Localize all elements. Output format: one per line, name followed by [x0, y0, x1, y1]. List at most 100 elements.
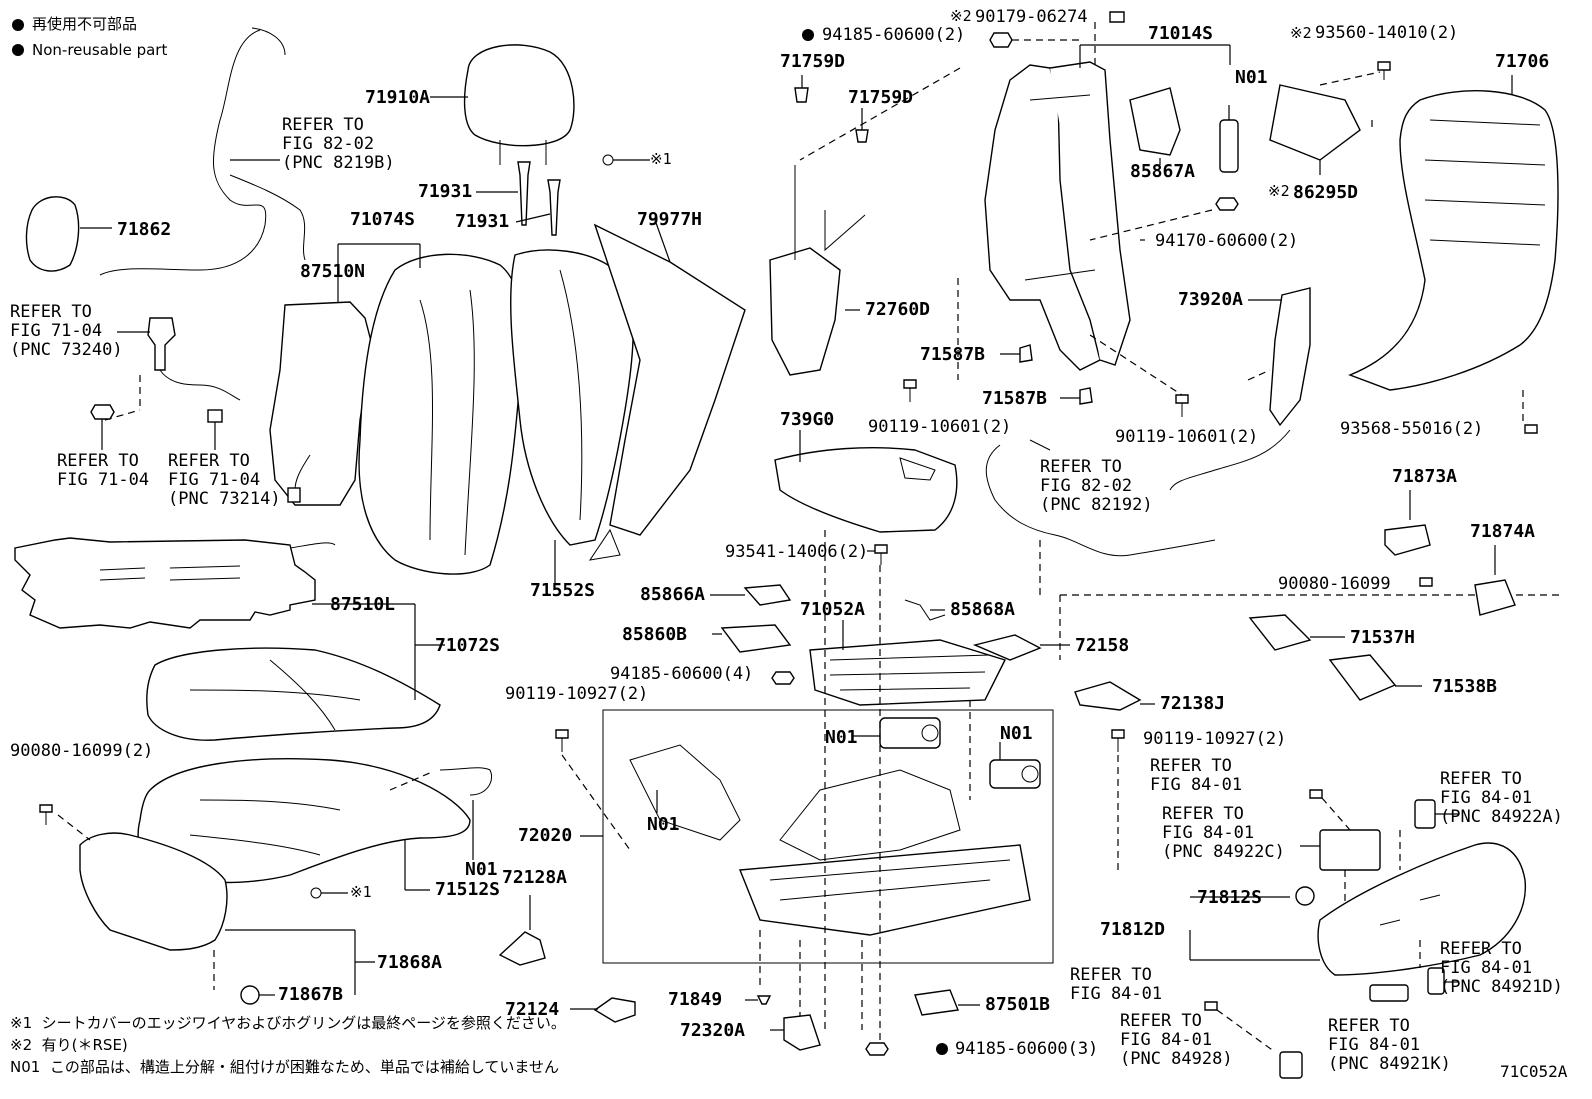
- bolt: [1109, 11, 1125, 23]
- clip-71849: [745, 995, 772, 1005]
- refer-fig-82-02[interactable]: REFER TO FIG 82-02 (PNC 8219B): [282, 115, 395, 173]
- part-label-71552s[interactable]: 71552S: [530, 580, 596, 601]
- part-label-72138j[interactable]: 72138J: [1160, 693, 1226, 714]
- bolt-label-90119-10927[interactable]: 90119-10927(2): [505, 684, 649, 704]
- bolt: [1309, 789, 1323, 799]
- bolt: [867, 544, 888, 565]
- part-label-71849[interactable]: 71849: [668, 989, 723, 1010]
- refer-fig-71-04[interactable]: REFER TO FIG 71-04: [57, 451, 150, 490]
- clip-71759d: [794, 75, 809, 103]
- bracket-71587b: [1000, 344, 1033, 363]
- part-label-85868a[interactable]: 85868A: [950, 599, 1016, 620]
- rse-mark: ※2: [1290, 24, 1312, 42]
- part-label-79977h[interactable]: 79977H: [637, 209, 703, 230]
- seat-cushion-pan-739g0: [774, 430, 958, 533]
- bolt-label-94185-60600[interactable]: 94185-60600(3): [955, 1039, 1099, 1059]
- bolt-label-94185-60600[interactable]: 94185-60600(4): [610, 664, 754, 684]
- bolt-label-90080-16099[interactable]: 90080-16099(2): [10, 741, 154, 761]
- refer-fig-84-01[interactable]: REFER TO FIG 84-01 (PNC 84928): [1120, 1011, 1233, 1069]
- refer-fig-71-04[interactable]: REFER TO FIG 71-04 (PNC 73240): [10, 302, 123, 360]
- part-label-739g0[interactable]: 739G0: [780, 409, 835, 430]
- part-label-72320a[interactable]: 72320A: [680, 1020, 746, 1041]
- bracket-71874a: [1474, 545, 1516, 616]
- part-label-n01[interactable]: N01: [647, 814, 680, 835]
- part-label-71812s[interactable]: 71812S: [1197, 887, 1263, 908]
- bolt: [1524, 424, 1538, 434]
- bolt-label-90179-06274[interactable]: 90179-06274: [975, 7, 1088, 27]
- cover-86295d: [1269, 84, 1361, 175]
- nut: [1215, 197, 1239, 211]
- part-label-72020[interactable]: 72020: [518, 825, 573, 846]
- bolt-label-90119-10601[interactable]: 90119-10601(2): [1115, 427, 1259, 447]
- bolt-label-93541-14006[interactable]: 93541-14006(2): [725, 542, 869, 562]
- bolt-label-94185-60600[interactable]: 94185-60600(2): [822, 25, 966, 45]
- part-label-n01[interactable]: N01: [825, 727, 858, 748]
- part-label-71759d[interactable]: 71759D: [848, 87, 914, 108]
- part-label-85867a[interactable]: 85867A: [1130, 161, 1196, 182]
- part-label-71587b[interactable]: 71587B: [982, 388, 1048, 409]
- refer-fig-84-01[interactable]: REFER TO FIG 84-01 (PNC 84922C): [1162, 804, 1285, 862]
- part-label-71910a[interactable]: 71910A: [365, 87, 431, 108]
- cover-note-mark: ※1: [650, 150, 672, 168]
- non-reusable-dot-icon: [936, 1043, 948, 1055]
- bolt: [903, 379, 917, 402]
- part-label-71868a[interactable]: 71868A: [377, 952, 443, 973]
- seat-heater-87510l: [14, 537, 380, 629]
- seatback-heater-87510n: [269, 244, 373, 506]
- legend-en: Non-reusable part: [32, 41, 168, 59]
- refer-fig-84-01[interactable]: REFER TO FIG 84-01: [1150, 756, 1243, 795]
- part-label-87510l[interactable]: 87510L: [330, 594, 396, 615]
- bracket-71873a: [1384, 490, 1431, 556]
- part-label-n01[interactable]: N01: [1235, 67, 1268, 88]
- bolt-label-94170-60600[interactable]: 94170-60600(2): [1155, 231, 1299, 251]
- footnote-rse: ※2 有り(＊RSE): [10, 1036, 128, 1054]
- part-label-72124[interactable]: 72124: [505, 999, 560, 1020]
- part-label-72158[interactable]: 72158: [1075, 635, 1130, 656]
- part-label-71874a[interactable]: 71874A: [1470, 521, 1536, 542]
- part-label-86295d[interactable]: 86295D: [1293, 182, 1359, 203]
- part-label-71587b[interactable]: 71587B: [920, 344, 986, 365]
- part-label-85860b[interactable]: 85860B: [622, 624, 688, 645]
- figure-code: 71C052A: [1500, 1062, 1568, 1081]
- part-label-87510n[interactable]: 87510N: [300, 261, 366, 282]
- bolt-label-93568-55016[interactable]: 93568-55016(2): [1340, 419, 1484, 439]
- part-label-72128a[interactable]: 72128A: [502, 867, 568, 888]
- part-label-85866a[interactable]: 85866A: [640, 584, 706, 605]
- part-label-71072s[interactable]: 71072S: [435, 635, 501, 656]
- headrest-71910a: [430, 44, 575, 165]
- part-label-73920a[interactable]: 73920A: [1178, 289, 1244, 310]
- part-label-71014s[interactable]: 71014S: [1148, 23, 1214, 44]
- part-label-71052a[interactable]: 71052A: [800, 599, 866, 620]
- refer-fig-84-01[interactable]: REFER TO FIG 84-01 (PNC 84922A): [1440, 769, 1563, 827]
- part-label-71538b[interactable]: 71538B: [1432, 676, 1498, 697]
- refer-fig-84-01[interactable]: REFER TO FIG 84-01 (PNC 84921D): [1440, 939, 1563, 997]
- non-reusable-dot-icon: [12, 44, 24, 56]
- bolt-label-90119-10927[interactable]: 90119-10927(2): [1143, 729, 1287, 749]
- part-label-71812d[interactable]: 71812D: [1100, 919, 1166, 940]
- footnote-n01: N01 この部品は、構造上分解・組付けが困難なため、単品では補給していません: [10, 1058, 559, 1076]
- part-label-71931[interactable]: 71931: [418, 181, 473, 202]
- refer-fig-71-04[interactable]: REFER TO FIG 71-04 (PNC 73214): [168, 451, 281, 509]
- part-label-n01[interactable]: N01: [465, 859, 498, 880]
- nut: [989, 32, 1013, 48]
- part-label-71706[interactable]: 71706: [1495, 51, 1550, 72]
- part-label-72760d[interactable]: 72760D: [865, 299, 931, 320]
- part-label-71759d[interactable]: 71759D: [780, 51, 846, 72]
- part-label-n01[interactable]: N01: [1000, 723, 1033, 744]
- part-label-71074s[interactable]: 71074S: [350, 209, 416, 230]
- bolt-label-90080-16099[interactable]: 90080-16099: [1278, 574, 1391, 594]
- part-label-71537h[interactable]: 71537H: [1350, 627, 1416, 648]
- seatback-cover-71074s: [338, 243, 524, 575]
- part-label-71862[interactable]: 71862: [117, 219, 172, 240]
- bolt-label-90119-10601[interactable]: 90119-10601(2): [868, 417, 1012, 437]
- part-label-71512s[interactable]: 71512S: [435, 879, 501, 900]
- motor-n01: [1219, 105, 1239, 173]
- part-label-71867b[interactable]: 71867B: [278, 984, 344, 1005]
- bolt-label-93560-14010[interactable]: 93560-14010(2): [1315, 23, 1459, 43]
- refer-fig-82-02[interactable]: REFER TO FIG 82-02 (PNC 82192): [1040, 457, 1153, 515]
- part-label-87501b[interactable]: 87501B: [985, 994, 1051, 1015]
- refer-fig-84-01[interactable]: REFER TO FIG 84-01 (PNC 84921K): [1328, 1016, 1451, 1074]
- part-label-71873a[interactable]: 71873A: [1392, 466, 1458, 487]
- refer-fig-84-01[interactable]: REFER TO FIG 84-01: [1070, 965, 1163, 1004]
- part-label-71931[interactable]: 71931: [455, 211, 510, 232]
